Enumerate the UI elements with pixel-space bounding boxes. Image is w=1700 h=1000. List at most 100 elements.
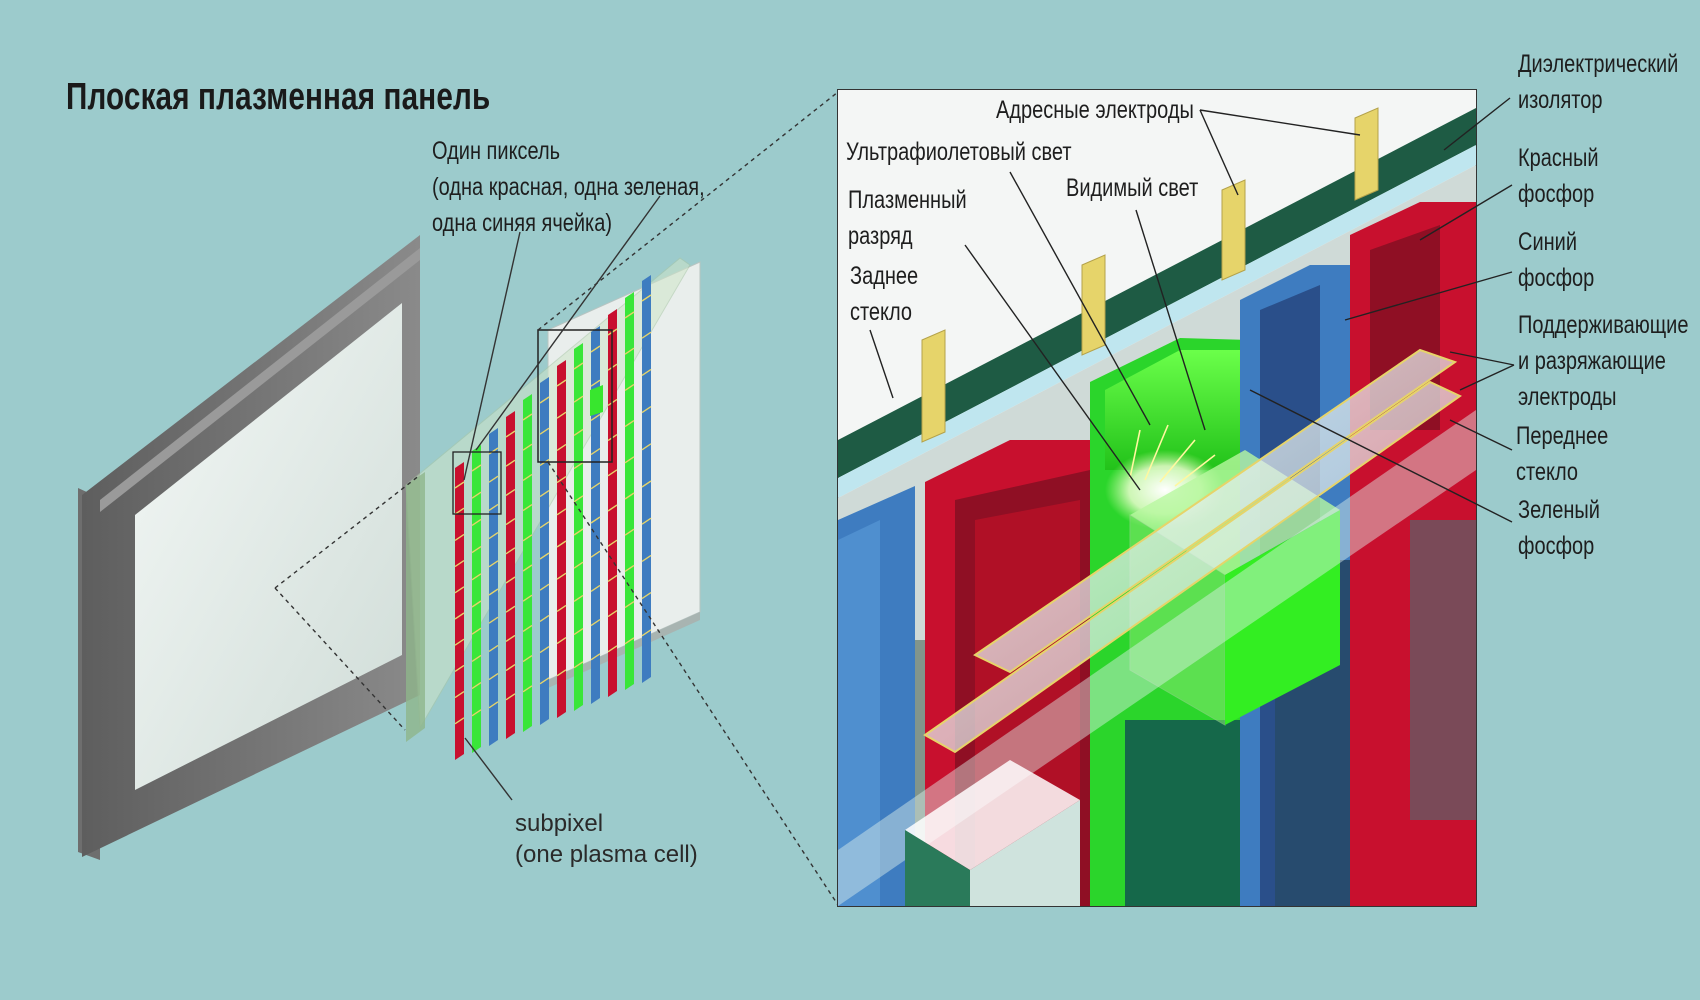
electrode-tick (556, 379, 567, 387)
monitor-illustration (78, 235, 420, 860)
electrode-tick (505, 518, 516, 526)
subpixel-strips (454, 275, 652, 760)
electrode-tick (573, 428, 584, 436)
rear-glass-dark-band (838, 108, 1476, 478)
panel-illustration (274, 91, 839, 906)
electrode-tick (522, 594, 533, 602)
electrode-tick (471, 518, 482, 526)
callout-front-glass (1449, 419, 1513, 451)
electrode-tick (471, 600, 482, 608)
subpixel-callout-line (464, 737, 513, 801)
front-glass-fragment (905, 830, 970, 906)
electrode-tick (505, 634, 516, 642)
pixel-note-line: одна синяя ячейка) (432, 209, 613, 237)
monitor-screen (135, 303, 402, 790)
label-line: Красный (1518, 144, 1599, 172)
label-front-glass: Переднее стекло (1516, 418, 1608, 490)
electrode-tick (641, 592, 652, 600)
subpixel-note: subpixel (one plasma cell) (515, 808, 698, 870)
address-electrode (1081, 254, 1106, 356)
electrode-tick (607, 469, 618, 477)
electrode-tick (539, 396, 550, 404)
front-glass-fragment (970, 800, 1080, 906)
electrode-tick (556, 443, 567, 451)
red-channel-right-lower (1410, 520, 1476, 820)
electrode-tick (573, 462, 584, 470)
electrode-tick (454, 533, 465, 541)
electrode-tick (488, 560, 499, 568)
electrode-tick (488, 673, 499, 681)
electrode-tick (624, 311, 635, 319)
sustain-electrode (973, 348, 1458, 674)
electrode-tick (624, 528, 635, 536)
electrode-tick (454, 638, 465, 646)
electrode-tick (624, 601, 635, 609)
electrode-tick (573, 395, 584, 403)
label-line: Переднее (1516, 422, 1609, 450)
uv-ray (1144, 424, 1169, 481)
electrode-tick (624, 492, 635, 500)
electrode-tick (505, 576, 516, 584)
electrode-tick (471, 654, 482, 662)
label-line: фосфор (1518, 180, 1595, 208)
zoomed-green-cell (590, 385, 603, 416)
front-glass-fragment (905, 760, 1080, 870)
electrode-tick (471, 709, 482, 717)
label-line: фосфор (1518, 532, 1595, 560)
pixel-note-line: (одна красная, одна зеленая, (432, 173, 705, 201)
callout-visible-light (1135, 209, 1206, 431)
electrode-tick (641, 443, 652, 451)
electrode-tick (590, 516, 601, 524)
electrode-tick (505, 605, 516, 613)
electrode-tick (522, 443, 533, 451)
zoom-connector-line (274, 474, 421, 589)
electrode-tick (573, 628, 584, 636)
electrode-tick (624, 347, 635, 355)
callout-sustain-electrodes (1449, 351, 1515, 366)
pixel-note: Один пиксель (одна красная, одна зеленая… (432, 133, 705, 241)
callout-uv-light (1009, 171, 1151, 426)
electrode-tick (556, 476, 567, 484)
electrode-tick (573, 561, 584, 569)
electrode-tick (556, 572, 567, 580)
callout-green-phosphor (1249, 389, 1513, 523)
electrode-tick (556, 508, 567, 516)
electrode-tick (556, 411, 567, 419)
electrode-tick (590, 550, 601, 558)
callout-plasma-discharge (964, 244, 1141, 491)
electrode-tick (488, 475, 499, 483)
electrode-tick (471, 491, 482, 499)
zoom-connector-line (274, 587, 406, 731)
electrode-tick (539, 614, 550, 622)
electrode-tick (590, 448, 601, 456)
electrode-tick (471, 573, 482, 581)
electrode-tick (624, 564, 635, 572)
subpixel-strip (608, 309, 617, 697)
electrode-tick (454, 507, 465, 515)
electrode-tick (539, 552, 550, 560)
uv-ray (1129, 429, 1141, 479)
label-plasma-discharge: Плазменный разряд (848, 182, 967, 254)
electrode-tick (522, 473, 533, 481)
label-line: Синий (1518, 228, 1578, 256)
electrode-tick (590, 584, 601, 592)
dielectric-band (838, 145, 1476, 498)
pixel-highlight-box (452, 451, 502, 515)
electrode-tick (471, 682, 482, 690)
callout-address-electrode (1199, 109, 1239, 196)
electrode-tick (590, 482, 601, 490)
electrode-tick (641, 629, 652, 637)
electrode-tick (522, 534, 533, 542)
electrode-tick (641, 331, 652, 339)
label-blue-phosphor: Синий фосфор (1518, 224, 1594, 296)
electrode-tick (488, 503, 499, 511)
callout-dielectric (1443, 97, 1511, 151)
uv-ray (1174, 454, 1216, 487)
electrode-tick (624, 456, 635, 464)
panel-front-glass-edge (406, 472, 425, 742)
electrode-tick (454, 560, 465, 568)
label-line: разряд (848, 222, 913, 250)
label-line: стекло (1516, 458, 1579, 486)
electrode-tick (556, 540, 567, 548)
electrode-tick (488, 644, 499, 652)
